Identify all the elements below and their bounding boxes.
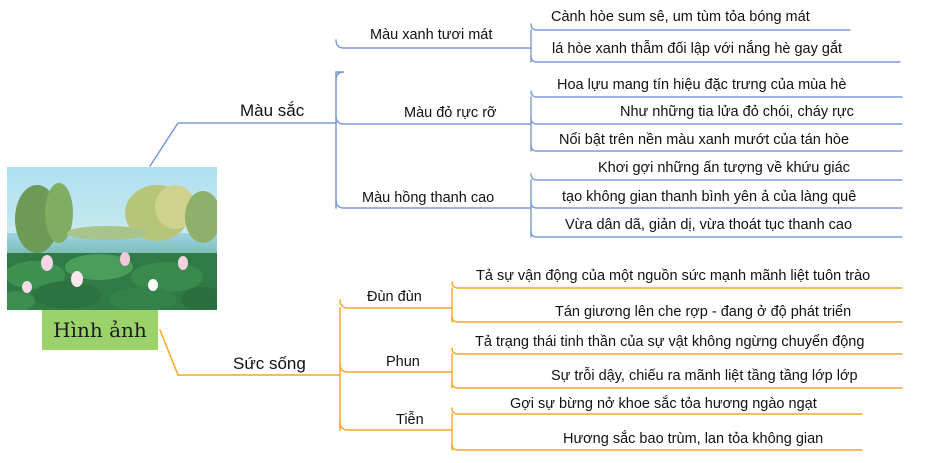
leaf-label: Sự trỗi dậy, chiếu ra mãnh liệt tầng tần… <box>551 368 858 384</box>
leaf-connector <box>530 55 901 63</box>
leaf-connector <box>451 407 863 415</box>
sub-branch-connector <box>335 199 532 209</box>
sub-phun-label: Phun <box>386 354 420 370</box>
leaf-label: tạo không gian thanh bình yên ả của làng… <box>562 189 857 205</box>
sub-branch-connector <box>335 115 532 125</box>
leaf-label: lá hòe xanh thẫm đối lập với nắng hè gay… <box>552 41 843 57</box>
leaf-label: Nổi bật trên nền màu xanh mướt của tán h… <box>559 132 850 148</box>
branch-connector <box>149 122 337 167</box>
sub-tien-label: Tiễn <box>396 412 424 428</box>
sub-mau-xanh-label: Màu xanh tươi mát <box>370 27 493 43</box>
sub-dun-dun-label: Đùn đùn <box>367 289 422 305</box>
leaf-label: Hương sắc bao trùm, lan tỏa không gian <box>563 431 824 447</box>
sub-mau-do-label: Màu đỏ rực rỡ <box>404 105 497 121</box>
branch-suc-song-label: Sức sống <box>233 354 306 373</box>
leaf-connector <box>451 315 903 323</box>
sub-branch-connector <box>339 421 453 431</box>
leaf-label: Như những tia lửa đỏ chói, cháy rực <box>620 104 854 120</box>
sub-branch-connector <box>335 39 532 49</box>
leaf-connector <box>451 347 903 355</box>
leaf-connector <box>451 381 903 389</box>
leaf-label: Tả sự vận động của một nguồn sức mạnh mã… <box>476 268 871 284</box>
sub-branch-connector <box>339 363 453 373</box>
branch-connector <box>159 329 341 376</box>
leaf-connector <box>530 117 903 125</box>
lotus-pond-picture <box>7 167 217 310</box>
sub-mau-hong-label: Màu hồng thanh cao <box>362 190 495 206</box>
leaf-label: Khơi gợi những ấn tượng về khứu giác <box>598 160 850 176</box>
leaf-connector <box>530 201 903 209</box>
leaf-label: Tả trạng thái tinh thần của sự vật không… <box>475 334 865 350</box>
leaf-label: Vừa dân dã, giản dị, vừa thoát tục thanh… <box>565 217 853 233</box>
spine-cap <box>335 71 345 81</box>
branch-mau-sac-label: Màu sắc <box>240 101 305 120</box>
leaf-label: Tán giương lên che rợp - đang ở độ phát … <box>555 304 852 320</box>
leaf-label: Hoa lựu mang tín hiệu đặc trưng của mùa … <box>557 77 847 93</box>
leaf-label: Cành hòe sum sê, um tùm tỏa bóng mát <box>551 9 810 25</box>
leaf-connector <box>451 281 903 289</box>
leaf-label: Gợi sự bừng nở khoe sắc tỏa hương ngào n… <box>510 396 817 412</box>
leaf-connector <box>530 173 903 181</box>
leaf-connector <box>530 90 903 98</box>
leaf-connector <box>451 443 863 451</box>
leaf-connector <box>530 23 851 31</box>
sub-branch-connector <box>339 299 453 309</box>
root-label: Hình ảnh <box>42 310 158 350</box>
leaf-connector <box>530 144 903 152</box>
leaf-connector <box>530 230 903 238</box>
